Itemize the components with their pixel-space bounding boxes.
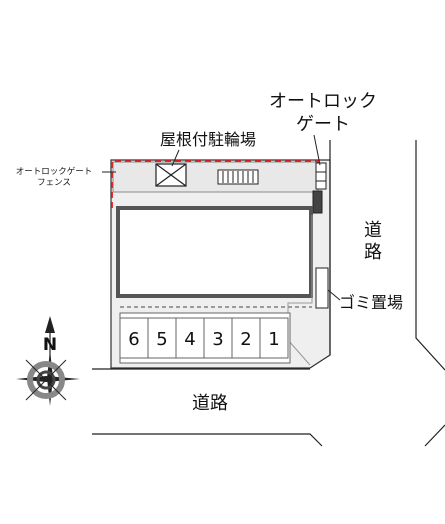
- compass-north-label: N: [43, 335, 57, 355]
- parking-space-label: 4: [184, 329, 195, 350]
- street-lines: [92, 140, 445, 447]
- road-east-label: 道: [364, 220, 382, 241]
- parking-spaces: 6 5 4 3 2 1: [119, 312, 291, 364]
- parking-shed-area: [112, 161, 319, 193]
- road-south-label: 道路: [192, 393, 228, 414]
- autolock-fence-label: フェンス: [37, 178, 71, 188]
- autolock-gate-icon: [312, 162, 327, 214]
- autolock-fence-label: オートロックゲート: [16, 166, 93, 177]
- compass: N: [16, 316, 80, 406]
- walkway: [287, 215, 313, 366]
- autolock-gate-label: ゲート: [296, 114, 350, 135]
- covered-parking-icon: [155, 163, 187, 187]
- parking-space-label: 1: [268, 329, 279, 350]
- autolock-gate-label: オートロック: [269, 91, 377, 112]
- main-building: [116, 206, 313, 298]
- covered-parking-leader: [171, 149, 180, 167]
- north-arrow-icon: [45, 316, 55, 333]
- parking-space-label: 3: [212, 329, 223, 350]
- garbage-area-box: [315, 267, 329, 309]
- covered-parking-label: 屋根付駐輪場: [160, 130, 256, 149]
- parking-space-label: 5: [156, 329, 167, 350]
- garbage-area-label: ゴミ置場: [339, 293, 403, 312]
- parking-space-label: 6: [128, 329, 139, 350]
- autolock-gate-leader: [313, 134, 321, 166]
- parking-space-label: 2: [240, 329, 251, 350]
- road-east-label: 路: [364, 242, 382, 263]
- bicycle-rack-icon: [217, 169, 259, 185]
